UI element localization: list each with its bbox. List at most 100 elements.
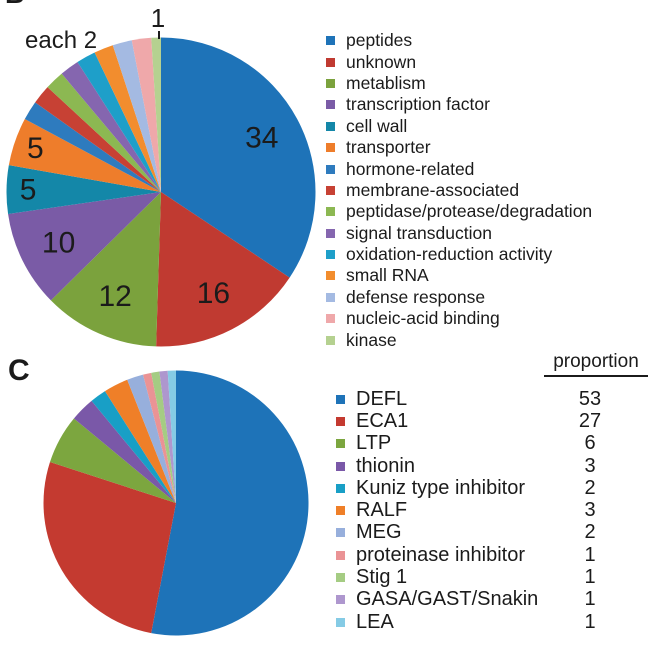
- legend-item: defense response: [326, 287, 592, 308]
- legend-proportion-value: 3: [584, 454, 596, 477]
- legend-proportion-value: 27: [578, 409, 602, 432]
- legend-swatch-icon: [336, 461, 345, 471]
- legend-item: peptides: [326, 30, 592, 51]
- legend-swatch-icon: [336, 439, 345, 449]
- legend-swatch-icon: [326, 100, 335, 110]
- legend-proportion-value: 1: [584, 610, 596, 633]
- annotation-one: 1: [150, 3, 166, 33]
- pie-slice-eca1: [43, 462, 177, 634]
- pie-slice-gasa-gast-snakin: [159, 370, 176, 503]
- pie-slice-nucleic-acid-binding: [131, 37, 161, 193]
- pie-value-label: 34: [245, 122, 278, 155]
- legend-label: cell wall: [346, 115, 408, 136]
- legend-item: GASA/GAST/Snakin 1: [336, 588, 614, 611]
- legend-swatch-icon: [326, 185, 335, 195]
- legend-swatch-icon: [326, 143, 335, 153]
- legend-label: hormone-related: [346, 158, 475, 179]
- pie-value-label: 5: [20, 173, 37, 206]
- pie-value-label: 10: [42, 226, 75, 259]
- legend-item: peptidase/protease/degradation: [326, 201, 592, 222]
- proportion-column-header: proportion: [544, 351, 648, 377]
- pie-slice-cell-wall: [6, 165, 162, 214]
- legend-label: signal transduction: [346, 222, 492, 243]
- pie-slice-signal-transduction: [61, 62, 161, 192]
- pie-slice-ltp: [49, 418, 176, 503]
- legend-item: kinase: [326, 329, 592, 350]
- pie-slice-stig-1: [151, 371, 176, 503]
- annotation-one-tick-mark: [158, 31, 160, 39]
- legend-swatch-icon: [336, 550, 345, 560]
- legend-label: transcription factor: [346, 94, 490, 115]
- legend-item: membrane-associated: [326, 180, 592, 201]
- pie-slice-small-rna: [94, 45, 161, 193]
- legend-swatch-icon: [336, 416, 345, 426]
- legend-proportion-value: 6: [584, 432, 596, 455]
- legend-item: thionin 3: [336, 455, 614, 477]
- pie-slice-lea: [167, 370, 176, 503]
- legend-swatch-icon: [336, 483, 345, 493]
- pie-slice-metablism: [50, 192, 161, 347]
- legend-item: transcription factor: [326, 94, 592, 115]
- legend-item: unknown: [326, 51, 592, 72]
- legend-item: small RNA: [326, 265, 592, 286]
- legend-item: LEA 1: [336, 611, 614, 633]
- pie-chart-peptide-families: [43, 370, 309, 636]
- pie-slice-peptides: [161, 37, 316, 278]
- legend-proportion-value: 1: [584, 543, 596, 566]
- pie-slice-ralf: [105, 379, 176, 503]
- legend-item: cell wall: [326, 116, 592, 137]
- legend-label: nucleic-acid binding: [346, 308, 500, 329]
- pie-value-label: 16: [197, 277, 230, 310]
- legend-item: signal transduction: [326, 223, 592, 244]
- panel-label-b-partial: B: [5, 0, 25, 10]
- legend-swatch-icon: [326, 78, 335, 88]
- legend-label: LEA: [356, 610, 394, 633]
- legend-label: kinase: [346, 329, 397, 350]
- legend-label: MEG: [356, 521, 402, 544]
- legend-swatch-icon: [326, 271, 335, 281]
- legend-swatch-icon: [336, 595, 345, 605]
- legend-label: ECA1: [356, 409, 409, 432]
- legend-item: ECA1 27: [336, 410, 614, 432]
- pie-slice-defl: [151, 370, 309, 636]
- pie-slice-hormone-related: [24, 102, 161, 192]
- legend-label: GASA/GAST/Snakin: [356, 588, 539, 611]
- legend-proportion-value: 3: [584, 499, 596, 522]
- legend-label: peptides: [346, 30, 413, 51]
- legend-label: RALF: [356, 499, 408, 522]
- legend-swatch-icon: [326, 292, 335, 302]
- legend-item: oxidation-reduction activity: [326, 244, 592, 265]
- legend-proportion-value: 1: [584, 566, 596, 589]
- pie-slice-oxidation-reduction-activity: [77, 52, 161, 192]
- legend-item: metablism: [326, 73, 592, 94]
- legend-swatch-icon: [326, 36, 335, 46]
- legend-label: transporter: [346, 137, 431, 158]
- pie-slice-kuniz-type-inhibitor: [91, 391, 176, 503]
- legend-swatch-icon: [336, 573, 345, 583]
- legend-proportion-value: 2: [584, 521, 596, 544]
- legend-swatch-icon: [326, 121, 335, 131]
- legend-label: Stig 1: [356, 566, 408, 589]
- legend-proportion-value: 1: [584, 588, 596, 611]
- legend-item: transporter: [326, 137, 592, 158]
- legend-swatch-icon: [326, 164, 335, 174]
- pie-slice-unknown: [156, 192, 290, 347]
- pie-slice-meg: [127, 374, 176, 503]
- legend-swatch-icon: [326, 57, 335, 67]
- legend-swatch-icon: [326, 250, 335, 260]
- pie-slice-peptidase-protease-degradation: [47, 73, 162, 192]
- legend-label: thionin: [356, 454, 415, 477]
- pie-slice-kinase: [151, 37, 161, 192]
- panel-label-c: C: [8, 354, 30, 387]
- legend-item: RALF 3: [336, 499, 614, 521]
- legend-swatch-icon: [336, 528, 345, 538]
- legend-swatch-icon: [326, 207, 335, 217]
- pie-slice-proteinase-inhibitor: [143, 372, 176, 503]
- legend-label: DEFL: [356, 387, 408, 410]
- legend-label: small RNA: [346, 265, 429, 286]
